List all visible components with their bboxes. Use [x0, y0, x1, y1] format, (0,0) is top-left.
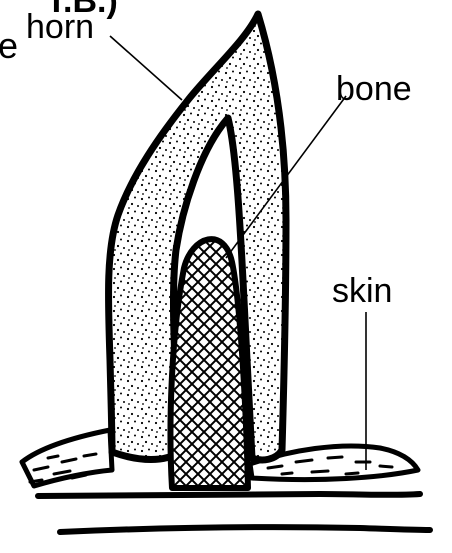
horn-leader-line — [110, 36, 182, 100]
bone-label: bone — [336, 70, 412, 108]
skin-label: skin — [332, 272, 392, 310]
cropped-text-fragment-left: e — [0, 25, 18, 66]
horn-label: horn — [26, 8, 94, 46]
bone-core — [171, 239, 249, 488]
